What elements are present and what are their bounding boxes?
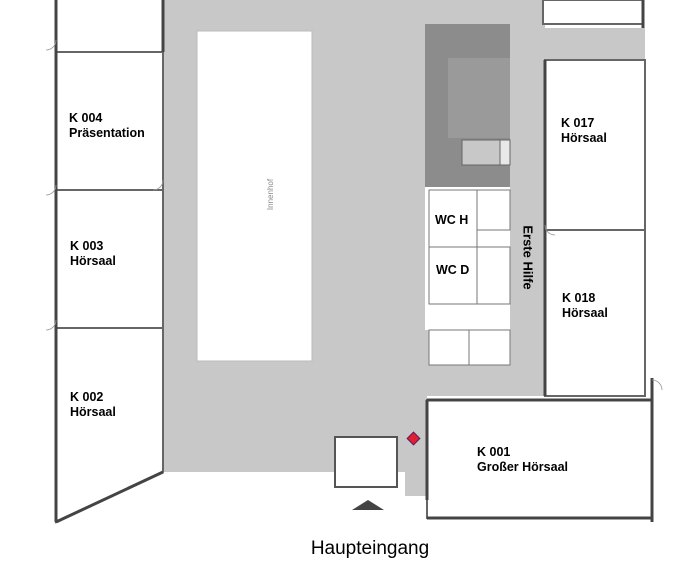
wc-women-label: WC D	[436, 263, 470, 277]
first-aid-label: Erste Hilfe	[520, 225, 536, 290]
entrance-label: Haupteingang	[310, 538, 430, 559]
courtyard	[196, 30, 313, 362]
courtyard-label: Innenhof	[266, 178, 276, 211]
left-rooms	[55, 51, 164, 524]
right-rooms	[426, 59, 653, 519]
entrance-vestibule	[334, 436, 398, 488]
wc-men-label: WC H	[435, 213, 469, 227]
wc-area	[428, 189, 511, 366]
location-marker-icon	[406, 431, 421, 446]
service-block	[425, 24, 511, 187]
entrance-arrow-icon	[352, 500, 384, 510]
